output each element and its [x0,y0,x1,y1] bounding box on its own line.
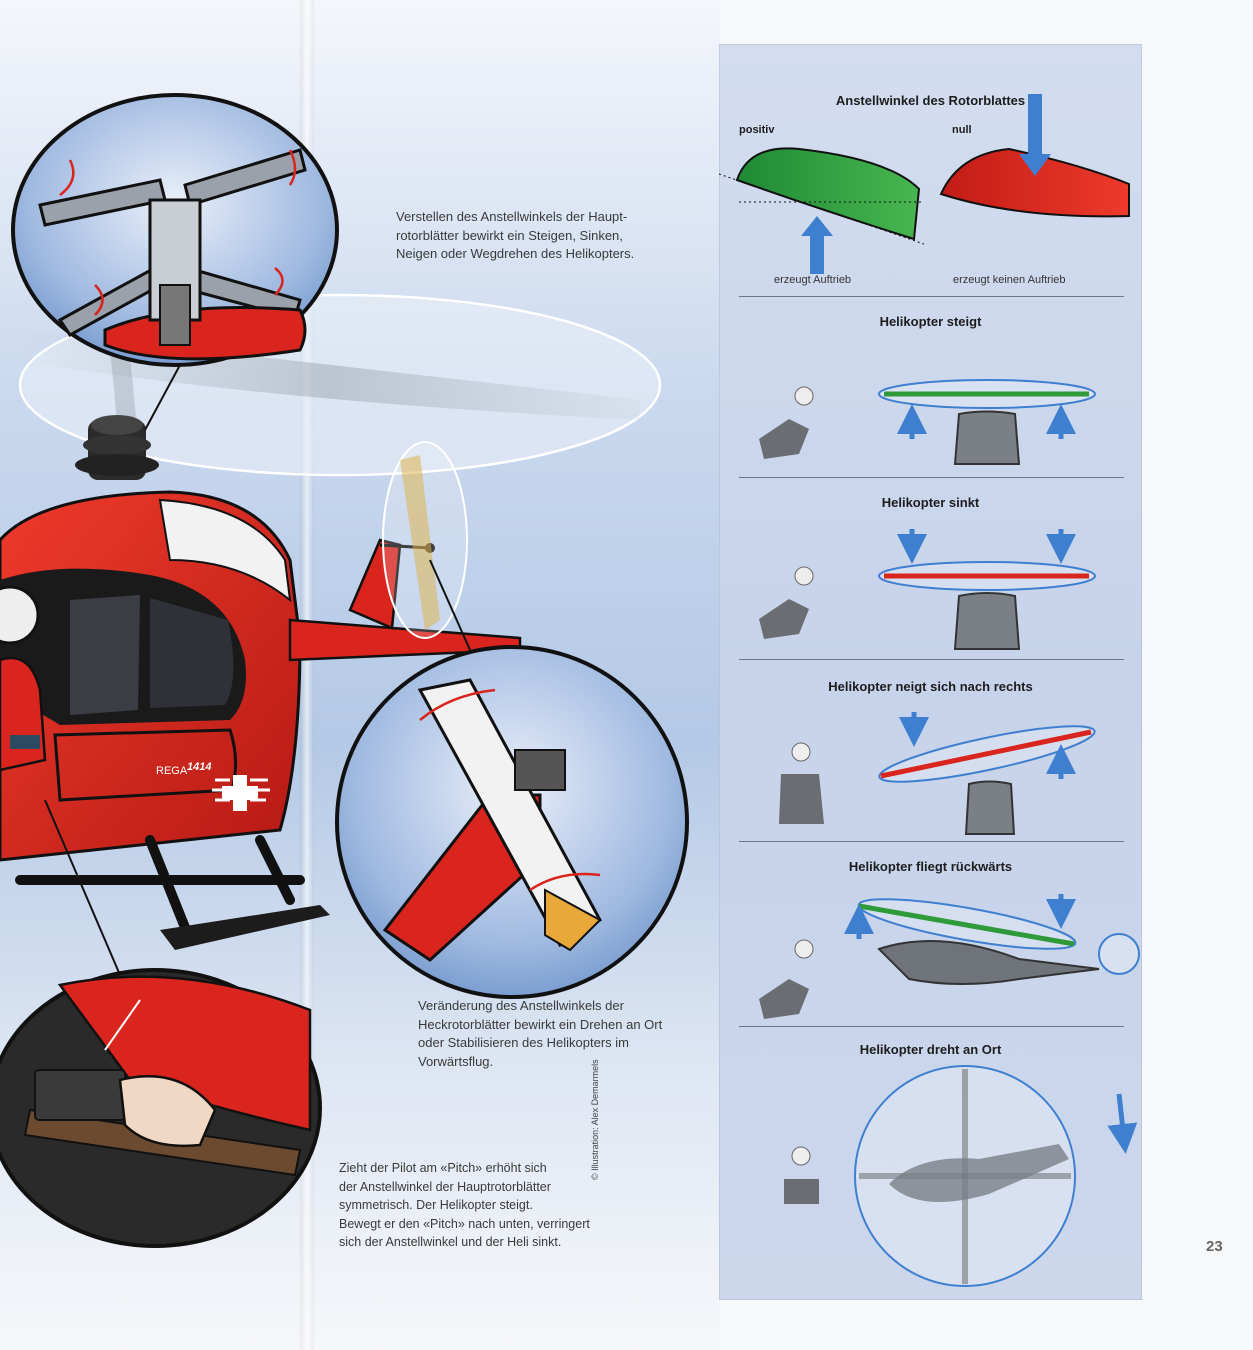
tilt-right-diagram [779,712,1096,835]
page-number: 23 [1206,1238,1223,1255]
callout-line-tail [429,559,471,651]
callout-line-rotor [144,364,181,431]
null-label: null [952,124,972,136]
fuselage [0,490,302,862]
registration-number: 1414 [187,761,211,773]
section-title-rotate: Helikopter dreht an Ort [859,1042,1002,1057]
divider-5 [739,1026,1124,1027]
illustration-credit: © Illustration: Alex Demarmels [590,1059,600,1180]
panel-diagrams [719,94,1140,1287]
section-title-descend: Helikopter sinkt [881,495,980,510]
positive-label: positiv [739,124,775,136]
red-cross-emblem [212,775,270,811]
tail-rotor-disc [382,441,468,639]
registration-prefix: REGA [156,765,188,777]
tail-rotor-caption: Veränderung des Anstellwinkels der Heckr… [418,998,663,1069]
helicopter-illustration: REGA 1414 [0,93,689,1248]
divider-3 [739,659,1124,660]
inset-pitch-lever [0,968,322,1248]
pitch-caption: Zieht der Pilot am «Pitch» erhöht sich d… [339,1161,590,1249]
inset-tail-rotor [335,645,689,999]
lift-text: erzeugt Auftrieb [774,274,852,286]
main-rotor-caption: Verstellen des Anstellwinkels der Haupt-… [396,209,635,261]
section-title-climb: Helikopter steigt [879,314,982,329]
inset-main-rotor-head [11,93,339,367]
divider-2 [739,477,1124,478]
landing-skids [15,835,330,950]
descend-diagram [759,529,1096,650]
climb-diagram [759,379,1096,465]
divider-1 [739,296,1124,297]
callout-line-pitch [44,799,121,976]
section-title-backward: Helikopter fliegt rückwärts [848,859,1013,874]
airfoil-null [939,94,1130,218]
rotor-angle-panel: Anstellwinkel des Rotorblattes positiv n… [719,44,1142,1300]
no-lift-text: erzeugt keinen Auftrieb [953,274,1066,286]
section-title-tilt-right: Helikopter neigt sich nach rechts [828,679,1033,694]
backward-diagram [759,894,1140,1019]
pilot-figure [0,585,47,772]
divider-4 [739,841,1124,842]
angle-of-attack-title: Anstellwinkel des Rotorblattes [835,93,1026,108]
airfoil-positive [719,147,925,274]
rotor-mast [75,415,159,480]
rotate-diagram [784,1065,1138,1287]
